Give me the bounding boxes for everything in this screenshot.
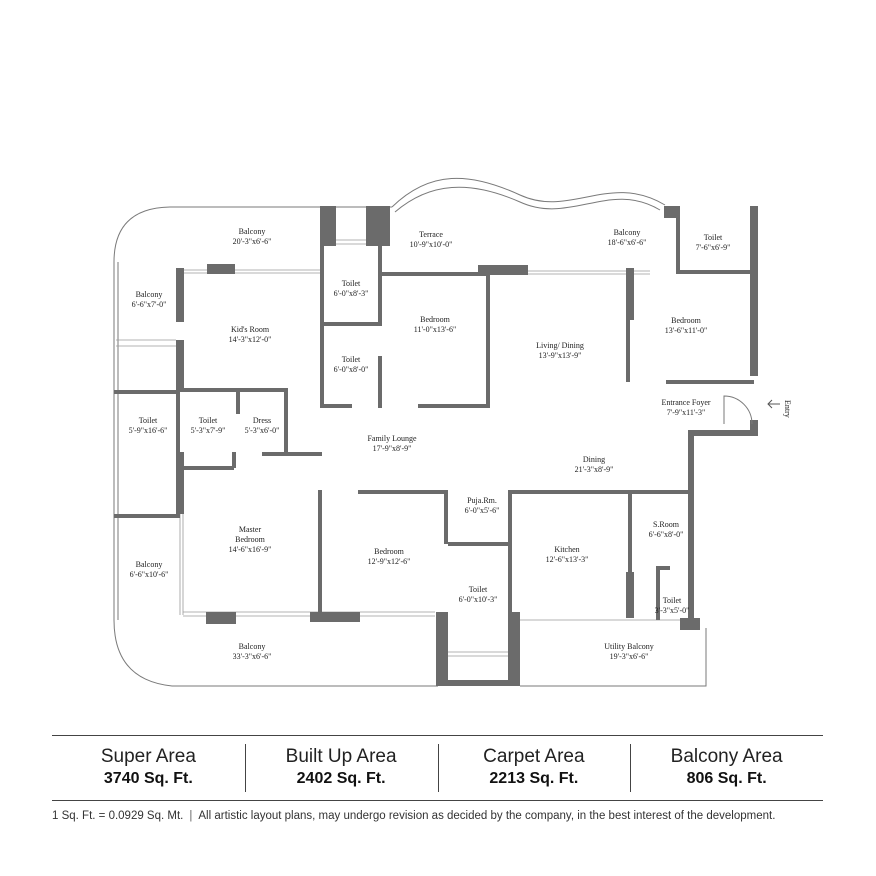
room-name-toilet-top-right: Toilet bbox=[704, 233, 723, 242]
room-name-toilet-lower-center: Toilet bbox=[469, 585, 488, 594]
room-dim-toilet-lower-center: 6'-0"x10'-3" bbox=[459, 595, 498, 604]
room-dim-kitchen: 12'-6"x13'-3" bbox=[546, 555, 589, 564]
room-name-kids-room: Kid's Room bbox=[231, 325, 270, 334]
area-summary: Super Area 3740 Sq. Ft. Built Up Area 24… bbox=[52, 735, 823, 801]
footnote-separator: | bbox=[189, 810, 193, 822]
room-dim-dining: 21'-3"x8'-9" bbox=[575, 465, 614, 474]
room-name-kitchen: Kitchen bbox=[554, 545, 579, 554]
room-dim-puja-room: 6'-0"x5'-6" bbox=[465, 506, 500, 515]
room-dim-kids-room: 14'-3"x12'-0" bbox=[229, 335, 272, 344]
room-name-family-lounge: Family Lounge bbox=[367, 434, 417, 443]
room-dim-s-room: 6'-6"x8'-0" bbox=[649, 530, 684, 539]
walls bbox=[114, 206, 758, 686]
room-name-balcony-left-lower: Balcony bbox=[136, 560, 163, 569]
area-cell-super: Super Area 3740 Sq. Ft. bbox=[52, 736, 245, 800]
room-dim-balcony-left-lower: 6'-6"x10'-6" bbox=[130, 570, 169, 579]
room-dim-bedroom-right: 13'-6"x11'-0" bbox=[665, 326, 707, 335]
room-name-bedroom-right: Bedroom bbox=[671, 316, 702, 325]
area-cell-balcony: Balcony Area 806 Sq. Ft. bbox=[630, 736, 823, 800]
room-dim-toilet-small: 3'-3"x5'-0" bbox=[655, 606, 690, 615]
room-dim-toilet-upper-center: 6'-0"x8'-3" bbox=[334, 289, 369, 298]
room-name-toilet-mid-center: Toilet bbox=[342, 355, 361, 364]
floor-plan: Entry Balcony 20'-3"x6'-6" Terrace 10'-9… bbox=[113, 177, 792, 687]
conversion-note: 1 Sq. Ft. = 0.0929 Sq. Mt. bbox=[52, 810, 184, 822]
room-name-toilet-upper-center: Toilet bbox=[342, 279, 361, 288]
room-name-puja-room: Puja.Rm. bbox=[467, 496, 497, 505]
room-dim-master-bedroom: 14'-6"x16'-9" bbox=[229, 545, 272, 554]
room-dim-balcony-top-left: 20'-3"x6'-6" bbox=[233, 237, 272, 246]
room-dim-bedroom-upper: 11'-0"x13'-6" bbox=[414, 325, 456, 334]
room-name-dress: Dress bbox=[253, 416, 271, 425]
room-name-bedroom-lower: Bedroom bbox=[374, 547, 405, 556]
room-dim-family-lounge: 17'-9"x8'-9" bbox=[373, 444, 412, 453]
area-label: Balcony Area bbox=[670, 746, 783, 767]
room-dim-terrace: 10'-9"x10'-0" bbox=[410, 240, 453, 249]
area-value: 2213 Sq. Ft. bbox=[489, 770, 579, 787]
area-label: Built Up Area bbox=[285, 746, 397, 767]
room-name-toilet-dress: Toilet bbox=[199, 416, 218, 425]
entry-arrow-icon bbox=[767, 399, 780, 409]
room-dim-toilet-mid-center: 6'-0"x8'-0" bbox=[334, 365, 369, 374]
area-value: 3740 Sq. Ft. bbox=[103, 770, 193, 787]
entry-label: Entry bbox=[783, 400, 792, 418]
room-name2-master-bedroom: Bedroom bbox=[235, 535, 266, 544]
room-name-toilet-left: Toilet bbox=[139, 416, 158, 425]
room-dim-entrance-foyer: 7'-9"x11'-3" bbox=[667, 408, 705, 417]
room-name-toilet-small: Toilet bbox=[663, 596, 682, 605]
room-name-master-bedroom: Master bbox=[239, 525, 262, 534]
room-dim-toilet-left: 5'-9"x16'-6" bbox=[129, 426, 168, 435]
room-dim-toilet-dress: 5'-3"x7'-9" bbox=[191, 426, 226, 435]
disclaimer-note: All artistic layout plans, may undergo r… bbox=[198, 810, 776, 822]
room-name-living-dining: Living/ Dining bbox=[536, 341, 584, 350]
balcony-outline bbox=[113, 177, 707, 687]
room-name-balcony-bottom: Balcony bbox=[239, 642, 266, 651]
room-dim-bedroom-lower: 12'-9"x12'-6" bbox=[368, 557, 411, 566]
area-cell-built-up: Built Up Area 2402 Sq. Ft. bbox=[244, 736, 438, 800]
room-name-balcony-top-right: Balcony bbox=[614, 228, 641, 237]
room-name-entrance-foyer: Entrance Foyer bbox=[661, 398, 710, 407]
room-dim-dress: 5'-3"x6'-0" bbox=[245, 426, 280, 435]
footnote: 1 Sq. Ft. = 0.0929 Sq. Mt. | All artistic … bbox=[52, 810, 842, 822]
room-name-dining: Dining bbox=[583, 455, 605, 464]
room-name-s-room: S.Room bbox=[653, 520, 680, 529]
room-name-balcony-left-upper: Balcony bbox=[136, 290, 163, 299]
room-dim-balcony-left-upper: 6'-6"x7'-0" bbox=[132, 300, 167, 309]
room-dim-living-dining: 13'-9"x13'-9" bbox=[539, 351, 582, 360]
room-dim-utility-balcony: 19'-3"x6'-6" bbox=[610, 652, 649, 661]
area-value: 2402 Sq. Ft. bbox=[296, 770, 386, 787]
area-label: Super Area bbox=[100, 746, 196, 767]
room-dim-balcony-top-right: 18'-6"x6'-6" bbox=[608, 238, 647, 247]
room-name-balcony-top-left: Balcony bbox=[239, 227, 266, 236]
area-value: 806 Sq. Ft. bbox=[686, 770, 767, 787]
area-cell-carpet: Carpet Area 2213 Sq. Ft. bbox=[437, 736, 631, 800]
entry-door bbox=[723, 395, 753, 425]
room-dim-balcony-bottom: 33'-3"x6'-6" bbox=[233, 652, 272, 661]
room-dim-toilet-top-right: 7'-6"x6'-9" bbox=[696, 243, 731, 252]
room-name-bedroom-upper: Bedroom bbox=[420, 315, 451, 324]
area-label: Carpet Area bbox=[483, 746, 585, 767]
room-name-terrace: Terrace bbox=[419, 230, 443, 239]
room-name-utility-balcony: Utility Balcony bbox=[604, 642, 654, 651]
